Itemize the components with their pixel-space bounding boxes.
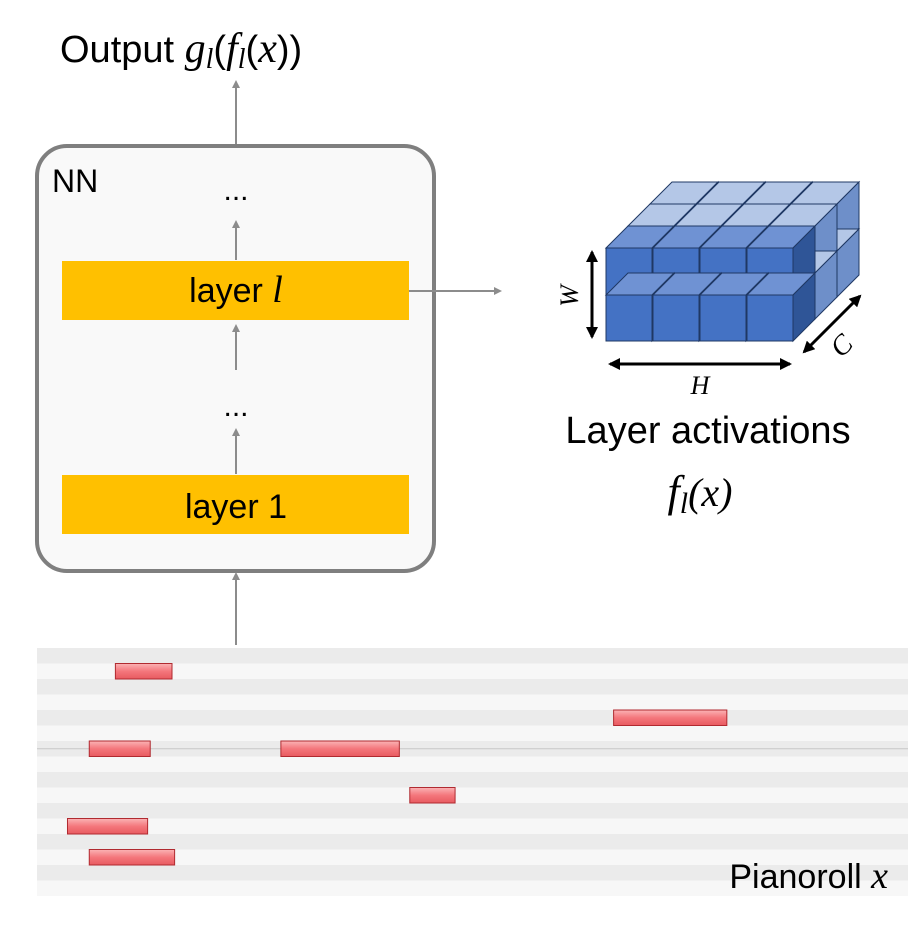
layer-1-label: layer 1 [185, 488, 287, 526]
activation-tensor [604, 180, 861, 343]
output-label: Output gl(fl(x)) [60, 26, 302, 75]
pianoroll-lane [37, 710, 908, 726]
ellipsis-top: ... [223, 174, 248, 207]
pianoroll-lane [37, 803, 908, 819]
pianoroll-lane [37, 818, 908, 834]
ellipsis-mid: ... [223, 390, 248, 423]
layer-l-block [62, 261, 409, 320]
pianoroll-note [280, 740, 400, 757]
pianoroll-note [613, 709, 728, 726]
pianoroll-note [66, 818, 149, 835]
activation-cube [698, 271, 770, 343]
activations-formula: fl(x) [668, 467, 733, 520]
pianoroll-lane [37, 679, 908, 695]
pianoroll-note [88, 849, 176, 866]
dimension-arrow-c [802, 294, 862, 354]
pianoroll-lane [37, 648, 908, 664]
pianoroll-lane [37, 772, 908, 788]
pianoroll-lane [37, 756, 908, 772]
pianoroll-note [114, 663, 173, 680]
pianoroll-label: Pianoroll x [729, 855, 888, 897]
pianoroll-lane [37, 787, 908, 803]
layer-1-block [62, 475, 409, 534]
nn-title: NN [52, 163, 98, 199]
dimension-label-c: C [824, 328, 859, 363]
dimension-label-h: H [690, 371, 711, 400]
pianoroll-lane [37, 834, 908, 850]
pianoroll-note [409, 787, 456, 804]
pianoroll-lane [37, 663, 908, 679]
pianoroll [37, 648, 908, 896]
pianoroll-lane [37, 725, 908, 741]
pianoroll-lane [37, 880, 908, 896]
pianoroll-note [88, 740, 151, 757]
dimension-label-w: W [555, 283, 584, 307]
activations-title: Layer activations [565, 410, 850, 452]
pianoroll-lane [37, 865, 908, 881]
pianoroll-lane [37, 694, 908, 710]
layer-l-label: layer l [189, 269, 283, 311]
pianoroll-lane [37, 849, 908, 865]
